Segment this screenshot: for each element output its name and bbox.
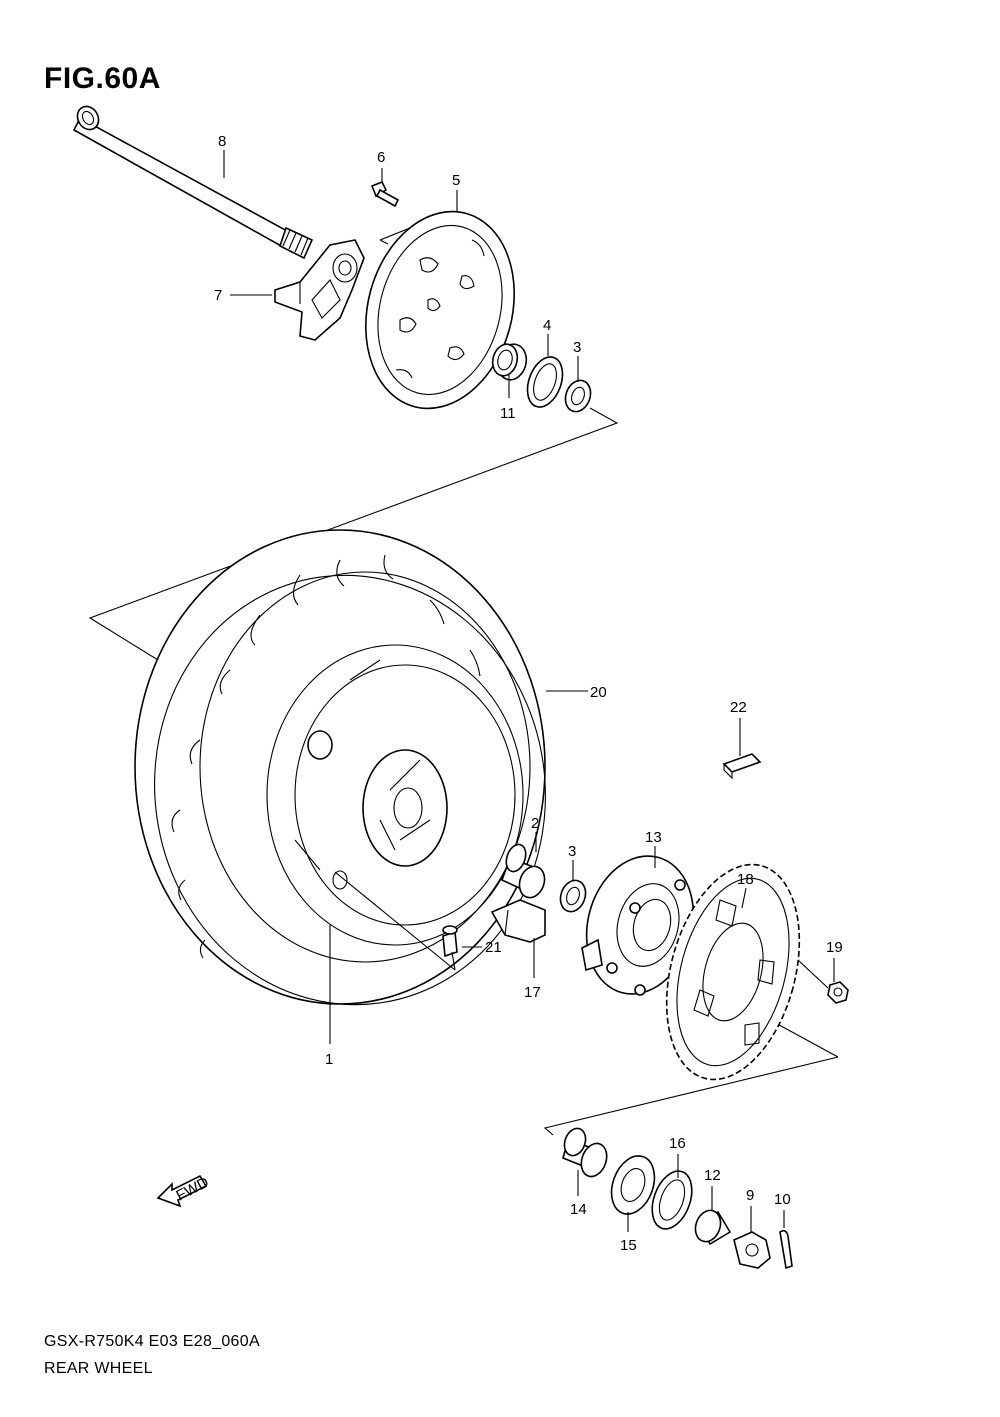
callout-8: 8	[218, 133, 226, 150]
section-name-label: REAR WHEEL	[44, 1360, 153, 1377]
callout-2: 2	[531, 815, 539, 832]
callout-18: 18	[737, 871, 754, 888]
callout-21: 21	[485, 939, 502, 956]
oil-seal-4-part[interactable]	[521, 352, 569, 412]
callout-3-lower: 3	[568, 843, 576, 860]
callout-15: 15	[620, 1237, 637, 1254]
callout-1: 1	[325, 1051, 333, 1068]
callout-10: 10	[774, 1191, 791, 1208]
balancer-weight-part[interactable]	[722, 753, 762, 780]
brake-disc-part[interactable]	[345, 195, 536, 425]
nut-19-part[interactable]	[827, 981, 849, 1004]
callout-22: 22	[730, 699, 747, 716]
model-code-label: GSX-R750K4 E03 E28_060A	[44, 1333, 260, 1350]
tire-valve-part[interactable]	[442, 925, 458, 958]
wheel-rim-part[interactable]	[266, 644, 524, 946]
cush-damper-part[interactable]	[490, 899, 546, 943]
spacer-2-part[interactable]	[500, 842, 549, 901]
callout-5: 5	[452, 172, 460, 189]
callout-3-upper: 3	[573, 339, 581, 356]
rear-sprocket-part[interactable]	[645, 850, 822, 1095]
bearing-3-upper-part[interactable]	[561, 377, 594, 415]
callout-7: 7	[214, 287, 222, 304]
callout-14: 14	[570, 1201, 587, 1218]
oil-seal-16-part[interactable]	[645, 1166, 699, 1235]
cotter-pin-part[interactable]	[779, 1229, 793, 1270]
callout-19: 19	[826, 939, 843, 956]
rear-tire-part[interactable]	[127, 529, 573, 1030]
rear-axle-part[interactable]	[72, 103, 314, 260]
callout-4: 4	[543, 317, 551, 334]
callout-9: 9	[746, 1187, 754, 1204]
axle-nut-part[interactable]	[733, 1231, 771, 1269]
bolt-part[interactable]	[370, 180, 400, 208]
callout-12: 12	[704, 1167, 721, 1184]
caliper-bracket-part[interactable]	[274, 239, 365, 341]
sprocket-drum-part[interactable]	[572, 844, 709, 1006]
callout-16: 16	[669, 1135, 686, 1152]
spacer-11-part[interactable]	[489, 341, 530, 383]
fwd-arrow-icon: FWD	[156, 1174, 212, 1208]
callout-6: 6	[377, 149, 385, 166]
callout-11: 11	[500, 405, 516, 422]
bearing-3-lower-part[interactable]	[556, 877, 589, 915]
figure-title: FIG.60A	[44, 62, 161, 95]
bearing-15-part[interactable]	[604, 1150, 662, 1220]
callout-13: 13	[645, 829, 662, 846]
spacer-14-part[interactable]	[561, 1125, 611, 1180]
callout-17: 17	[524, 984, 541, 1001]
callout-20: 20	[590, 684, 607, 701]
group-boundary-lines	[88, 221, 839, 1136]
callout-numbers: 8 6 5 7 4 3 11 20 22 2 13 3 18 19 21 17 …	[214, 133, 843, 1254]
fwd-label: FWD	[173, 1174, 211, 1205]
leader-lines	[223, 150, 835, 1232]
spacer-12-part[interactable]	[691, 1207, 732, 1246]
